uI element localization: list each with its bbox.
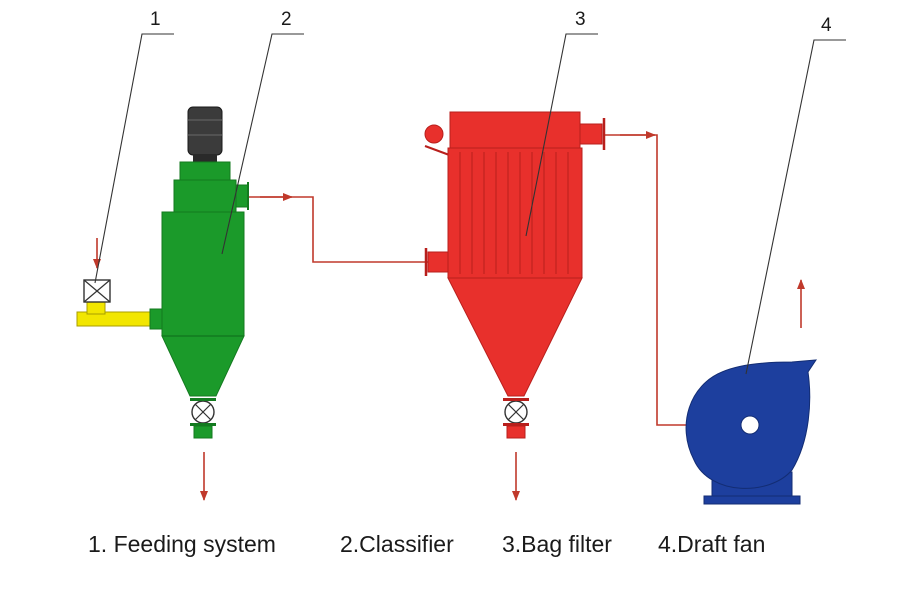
callout-2: 2: [281, 9, 292, 30]
feeding-flange: [149, 308, 163, 330]
bag-filter: [424, 111, 606, 439]
bag-filter-plenum: [449, 111, 581, 149]
caption-draft-fan: 4.Draft fan: [658, 531, 766, 557]
bag-filter-discharge: [506, 425, 526, 439]
leader-3: [525, 33, 598, 237]
callout-1: 1: [150, 9, 161, 30]
classifier-body: [161, 211, 245, 337]
bag-filter-pulse-tank: [424, 124, 444, 144]
bag-filter-inlet: [427, 251, 449, 273]
leader-4: [745, 39, 846, 375]
draft-fan-inlet: [740, 415, 760, 435]
callout-4: 4: [821, 15, 832, 36]
caption-bag-filter: 3.Bag filter: [502, 531, 612, 557]
flow-arrows: [93, 131, 805, 501]
leader-1: [94, 33, 174, 284]
caption-classifier: 2.Classifier: [340, 531, 454, 557]
classifier-cone: [161, 335, 245, 397]
draft-fan: [685, 359, 817, 505]
leader-2: [221, 33, 304, 255]
leader-lines: [94, 33, 846, 375]
feeding-system: [76, 279, 163, 330]
flow-classifier-to-filter: [248, 196, 428, 263]
classifier: [161, 106, 249, 439]
classifier-motor: [187, 106, 223, 156]
callout-3: 3: [575, 9, 586, 30]
bag-filter-outlet: [579, 123, 603, 145]
legend-captions: 1. Feeding system 2.Classifier 3.Bag fil…: [0, 531, 900, 567]
bag-filter-body: [447, 147, 583, 279]
caption-feeding-system: 1. Feeding system: [88, 531, 276, 557]
classifier-top: [173, 179, 237, 215]
bag-filter-hopper: [447, 277, 583, 397]
classifier-discharge: [193, 425, 213, 439]
classifier-drive-housing: [179, 161, 231, 183]
classifier-outlet: [235, 184, 249, 208]
